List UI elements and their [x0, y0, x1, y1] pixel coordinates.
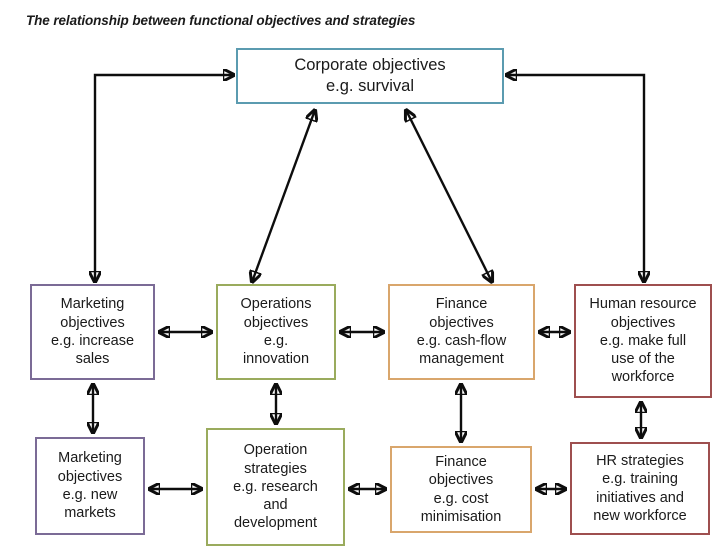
connector-corporate-to-operations	[252, 110, 315, 282]
connector-corporate-to-marketing-elbow	[95, 75, 234, 282]
page-title: The relationship between functional obje…	[26, 13, 416, 28]
connector-corporate-to-finance	[406, 110, 492, 282]
connector-corporate-to-hr-elbow	[506, 75, 644, 282]
